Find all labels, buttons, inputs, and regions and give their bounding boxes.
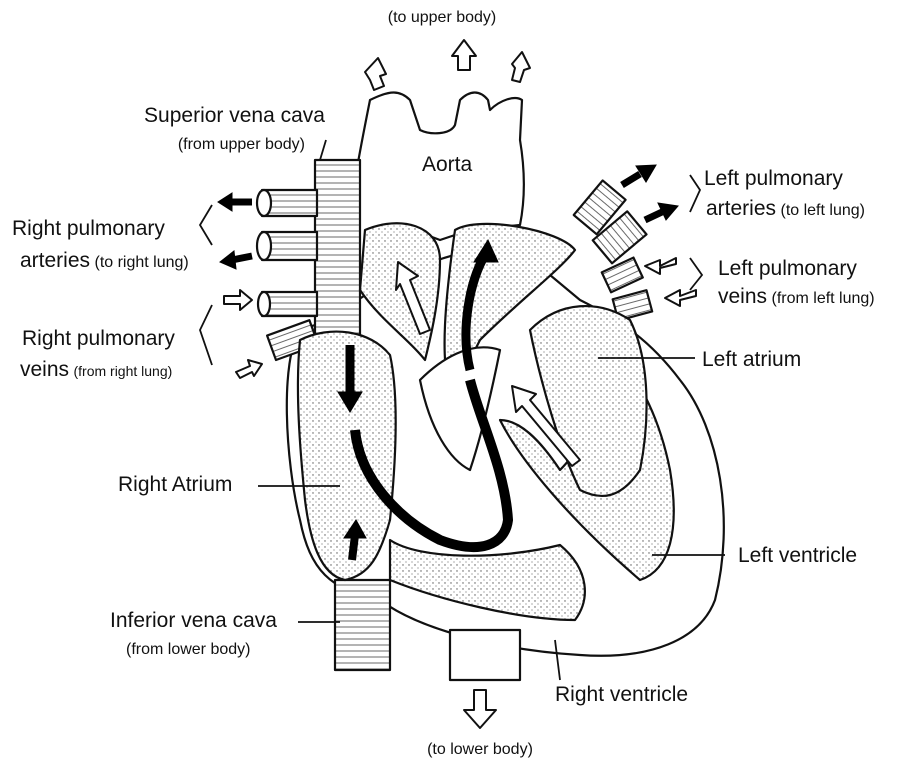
label-to-left-lung: (to left lung)	[780, 202, 864, 219]
label-inferior-vena-cava: Inferior vena cava	[110, 608, 277, 634]
down-arrow-bottom	[464, 690, 496, 728]
septum	[420, 347, 500, 470]
up-arrow-right	[512, 52, 530, 82]
right-ventricle	[390, 540, 585, 620]
label-from-left-lung: (from left lung)	[771, 290, 874, 307]
label-aorta: Aorta	[422, 152, 472, 178]
label-right-pulmonary-arteries-2: arteries	[20, 249, 90, 272]
label-from-lower-body: (from lower body)	[126, 640, 250, 660]
label-to-right-lung: (to right lung)	[94, 254, 188, 271]
lpv-arrow-bottom	[665, 290, 696, 306]
inferior-vena-cava	[335, 580, 390, 670]
label-left-pulmonary-arteries-2-row: arteries (to left lung)	[706, 196, 865, 222]
label-right-pulmonary-arteries-2-row: arteries (to right lung)	[20, 248, 189, 274]
right-pulmonary-arteries	[257, 190, 317, 260]
flow-arrow-lpa-bottom	[645, 212, 662, 220]
flow-arrow-lpa-top	[622, 174, 640, 185]
label-right-pulmonary-arteries-1: Right pulmonary	[12, 216, 165, 242]
flow-arrow-ivc	[352, 535, 355, 560]
left-pulmonary-arteries	[574, 181, 647, 264]
up-arrow-center	[452, 40, 476, 70]
label-right-pulmonary-veins-2: veins	[20, 358, 69, 381]
label-from-upper-body: (from upper body)	[120, 135, 305, 155]
label-left-pulmonary-veins-2: veins	[718, 285, 767, 308]
lpv-arrow-top	[645, 258, 676, 274]
up-arrow-left	[365, 58, 386, 90]
label-right-atrium: Right Atrium	[118, 472, 232, 498]
label-left-ventricle: Left ventricle	[738, 543, 857, 569]
label-right-ventricle: Right ventricle	[555, 682, 688, 708]
label-left-pulmonary-arteries-1: Left pulmonary	[704, 166, 843, 192]
label-to-lower-body: (to lower body)	[400, 740, 560, 760]
label-left-pulmonary-arteries-2: arteries	[706, 197, 776, 220]
label-left-pulmonary-veins-1: Left pulmonary	[718, 256, 857, 282]
label-right-pulmonary-veins-2-row: veins (from right lung)	[20, 357, 172, 383]
descending-aorta	[450, 630, 520, 680]
label-left-pulmonary-veins-2-row: veins (from left lung)	[718, 284, 875, 310]
rpv-arrow-top	[224, 290, 252, 310]
label-superior-vena-cava: Superior vena cava	[90, 103, 325, 129]
label-to-upper-body: (to upper body)	[362, 8, 522, 28]
superior-vena-cava	[315, 160, 360, 340]
label-left-atrium: Left atrium	[702, 347, 801, 373]
rpv-arrow-bottom	[236, 360, 262, 378]
label-right-pulmonary-veins-1: Right pulmonary	[22, 326, 175, 352]
label-from-right-lung: (from right lung)	[73, 363, 172, 379]
